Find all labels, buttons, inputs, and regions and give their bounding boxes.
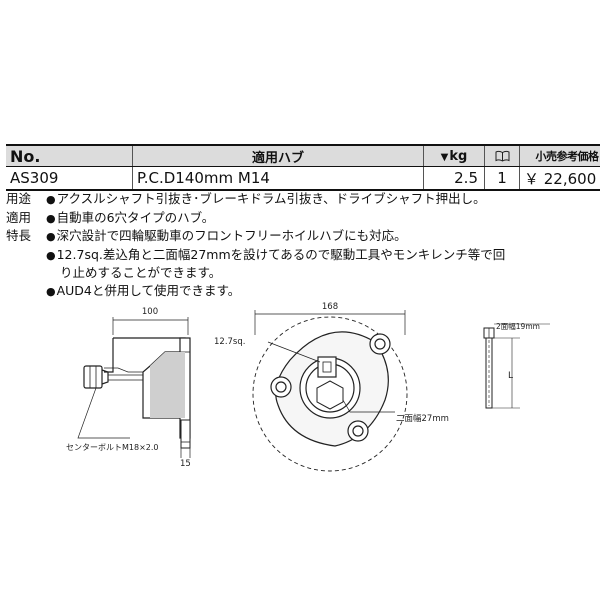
header-no: No. <box>6 144 133 167</box>
bullet-icon: ● <box>46 230 56 243</box>
features-label: 特長 <box>6 228 32 243</box>
center-bolt-note: センターボルトM18×2.0 <box>66 443 159 452</box>
square-drive-note: 12.7sq. <box>214 337 245 347</box>
spec-table-row: AS309 P.C.D140mm M14 2.5 1 ￥ 22,600 <box>6 166 600 191</box>
open-book-icon <box>495 150 509 162</box>
feature-continuation: り止めすることができます。 <box>46 264 596 282</box>
center-bolt-drawing <box>483 323 550 409</box>
triangle-down-icon: ▼ <box>440 151 449 163</box>
applicable-text: ●自動車の6穴タイプのハブ。 <box>46 209 596 228</box>
flange-thickness-dimension: 15 <box>180 459 191 469</box>
price-value: ￥ 22,600 <box>519 166 600 191</box>
side-view-drawing <box>77 317 191 458</box>
feature-text: AUD4と併用して使用できます。 <box>56 282 241 298</box>
bolt-hex-width-note: 2面幅19mm <box>496 321 540 331</box>
side-width-dimension: 100 <box>142 307 158 317</box>
usage-value: アクスルシャフト引抜き･ブレーキドラム引抜き、ドライブシャフト押出し。 <box>56 191 486 206</box>
header-quantity <box>484 144 520 167</box>
feature-item: ●12.7sq.差込角と二面幅27mmを設けてあるので駆動工具やモンキレンチ等で… <box>46 246 596 265</box>
features-row: ●12.7sq.差込角と二面幅27mmを設けてあるので駆動工具やモンキレンチ等で… <box>6 246 596 265</box>
front-diameter-dimension: 168 <box>322 302 338 312</box>
header-retail-price: 小売参考価格 <box>519 144 600 167</box>
features-row: 特長 ●深穴設計で四輪駆動車のフロントフリーホイルハブにも対応。 <box>6 227 596 246</box>
usage-text: ●アクスルシャフト引抜き･ブレーキドラム引抜き、ドライブシャフト押出し。 <box>46 190 596 209</box>
feature-text: り止めすることができます。 <box>60 265 222 280</box>
applicable-label: 適用 <box>6 209 32 225</box>
spec-table-header-row: No. 適用ハブ ▼kg 小売参考価格 <box>6 144 600 167</box>
product-description: 用途 ●アクスルシャフト引抜き･ブレーキドラム引抜き、ドライブシャフト押出し。 … <box>6 190 596 300</box>
header-weight-label: kg <box>449 148 468 164</box>
features-row: り止めすることができます。 <box>6 264 596 282</box>
front-view-drawing <box>252 310 408 472</box>
header-applicable-hub: 適用ハブ <box>132 144 424 167</box>
feature-item: ●AUD4と併用して使用できます。 <box>46 282 596 301</box>
bolt-length-label: L <box>508 371 513 381</box>
hex-width-note: 二面幅27mm <box>396 413 449 424</box>
bullet-icon: ● <box>46 284 56 298</box>
spec-table: No. 適用ハブ ▼kg 小売参考価格 AS309 P.C.D140mm M14… <box>6 144 600 191</box>
header-weight: ▼kg <box>423 144 485 167</box>
quantity-value: 1 <box>484 166 520 191</box>
applicable-hub-value: P.C.D140mm M14 <box>132 166 424 191</box>
bullet-icon: ● <box>46 193 56 206</box>
feature-text: 深穴設計で四輪駆動車のフロントフリーホイルハブにも対応。 <box>56 228 407 243</box>
usage-label: 用途 <box>6 191 32 206</box>
usage-row: 用途 ●アクスルシャフト引抜き･ブレーキドラム引抜き、ドライブシャフト押出し。 <box>6 190 596 209</box>
product-number: AS309 <box>6 166 133 191</box>
bullet-icon: ● <box>46 248 56 262</box>
feature-item: ●深穴設計で四輪駆動車のフロントフリーホイルハブにも対応。 <box>46 227 596 246</box>
applicable-value: 自動車の6穴タイプのハブ。 <box>56 209 215 225</box>
weight-value: 2.5 <box>423 166 485 191</box>
features-row: ●AUD4と併用して使用できます。 <box>6 282 596 301</box>
feature-text: 12.7sq.差込角と二面幅27mmを設けてあるので駆動工具やモンキレンチ等で回 <box>56 246 506 262</box>
bullet-icon: ● <box>46 211 56 225</box>
applicable-row: 適用 ●自動車の6穴タイプのハブ。 <box>6 209 596 228</box>
